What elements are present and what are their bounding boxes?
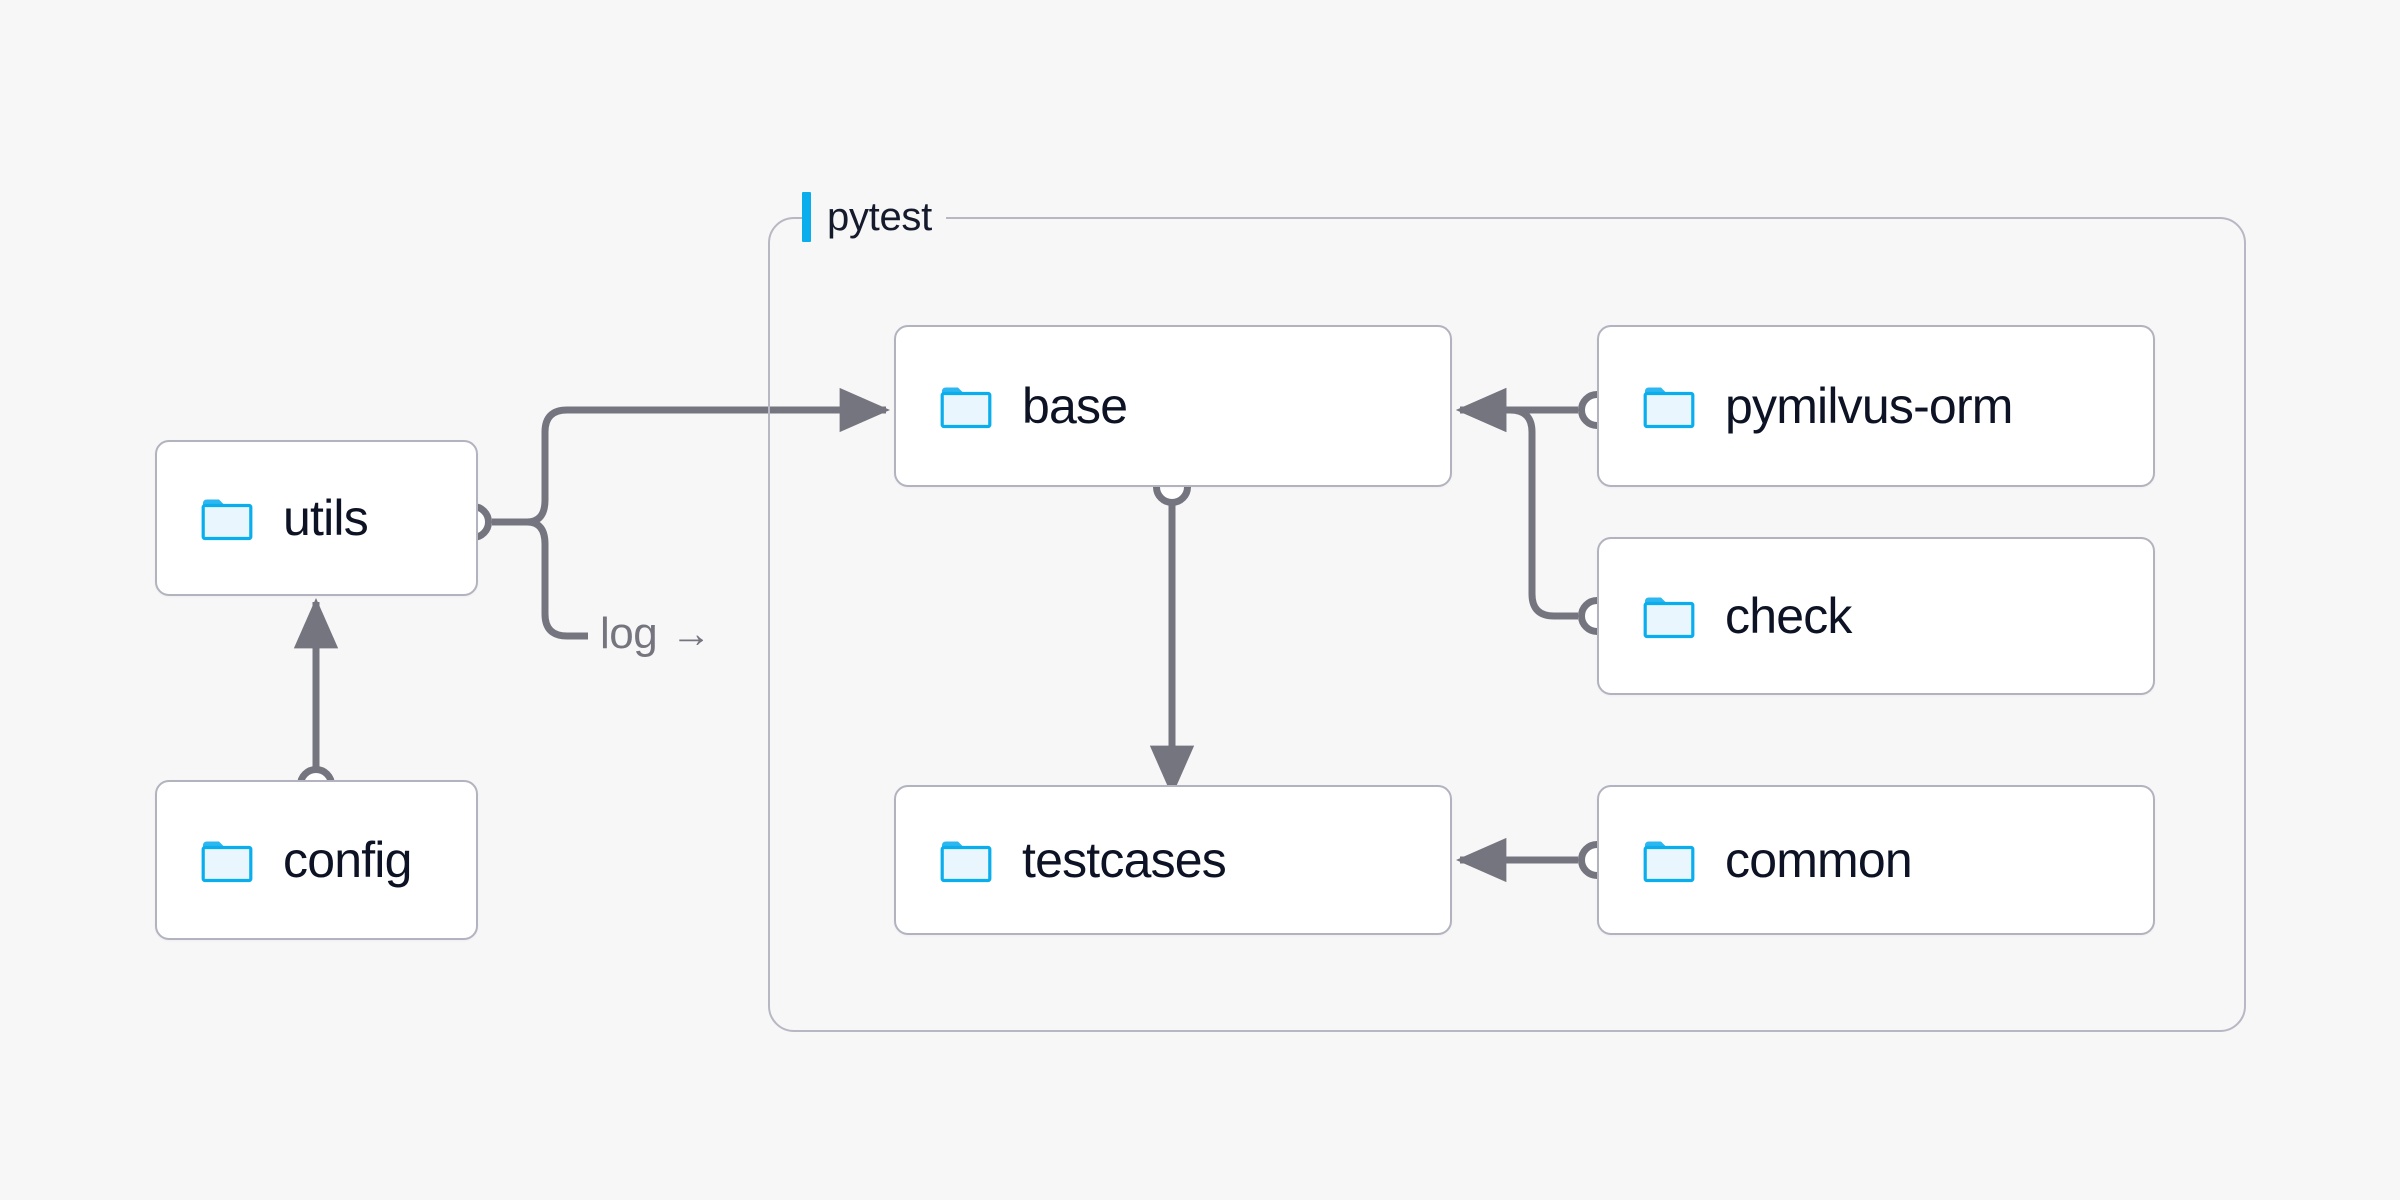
group-pytest-label: pytest	[802, 190, 946, 244]
folder-icon	[1643, 841, 1695, 883]
edge-utils-to-log	[526, 518, 588, 640]
folder-icon	[1643, 597, 1695, 639]
node-common[interactable]: common	[1597, 785, 2155, 935]
node-base[interactable]: base	[894, 325, 1452, 487]
folder-icon	[201, 841, 253, 883]
node-label-common: common	[1725, 832, 1913, 888]
arrow-right-icon: →	[671, 612, 711, 656]
node-config[interactable]: config	[155, 780, 478, 940]
folder-icon	[940, 841, 992, 883]
node-label-testcases: testcases	[1022, 832, 1227, 888]
node-label-check: check	[1725, 588, 1852, 644]
group-accent-bar	[802, 192, 811, 242]
group-pytest[interactable]	[768, 217, 2246, 1032]
node-testcases[interactable]: testcases	[894, 785, 1452, 935]
group-pytest-title: pytest	[827, 195, 932, 239]
folder-icon	[940, 387, 992, 429]
node-label-config: config	[283, 832, 412, 888]
node-label-base: base	[1022, 378, 1128, 434]
edge-label-log: log →	[600, 612, 711, 656]
folder-icon	[201, 499, 253, 541]
node-label-utils: utils	[283, 490, 369, 546]
node-pymilvus-orm[interactable]: pymilvus-orm	[1597, 325, 2155, 487]
node-utils[interactable]: utils	[155, 440, 478, 596]
node-label-pymilvus-orm: pymilvus-orm	[1725, 378, 2013, 434]
edge-label-log-text: log	[600, 609, 658, 658]
node-check[interactable]: check	[1597, 537, 2155, 695]
folder-icon	[1643, 387, 1695, 429]
